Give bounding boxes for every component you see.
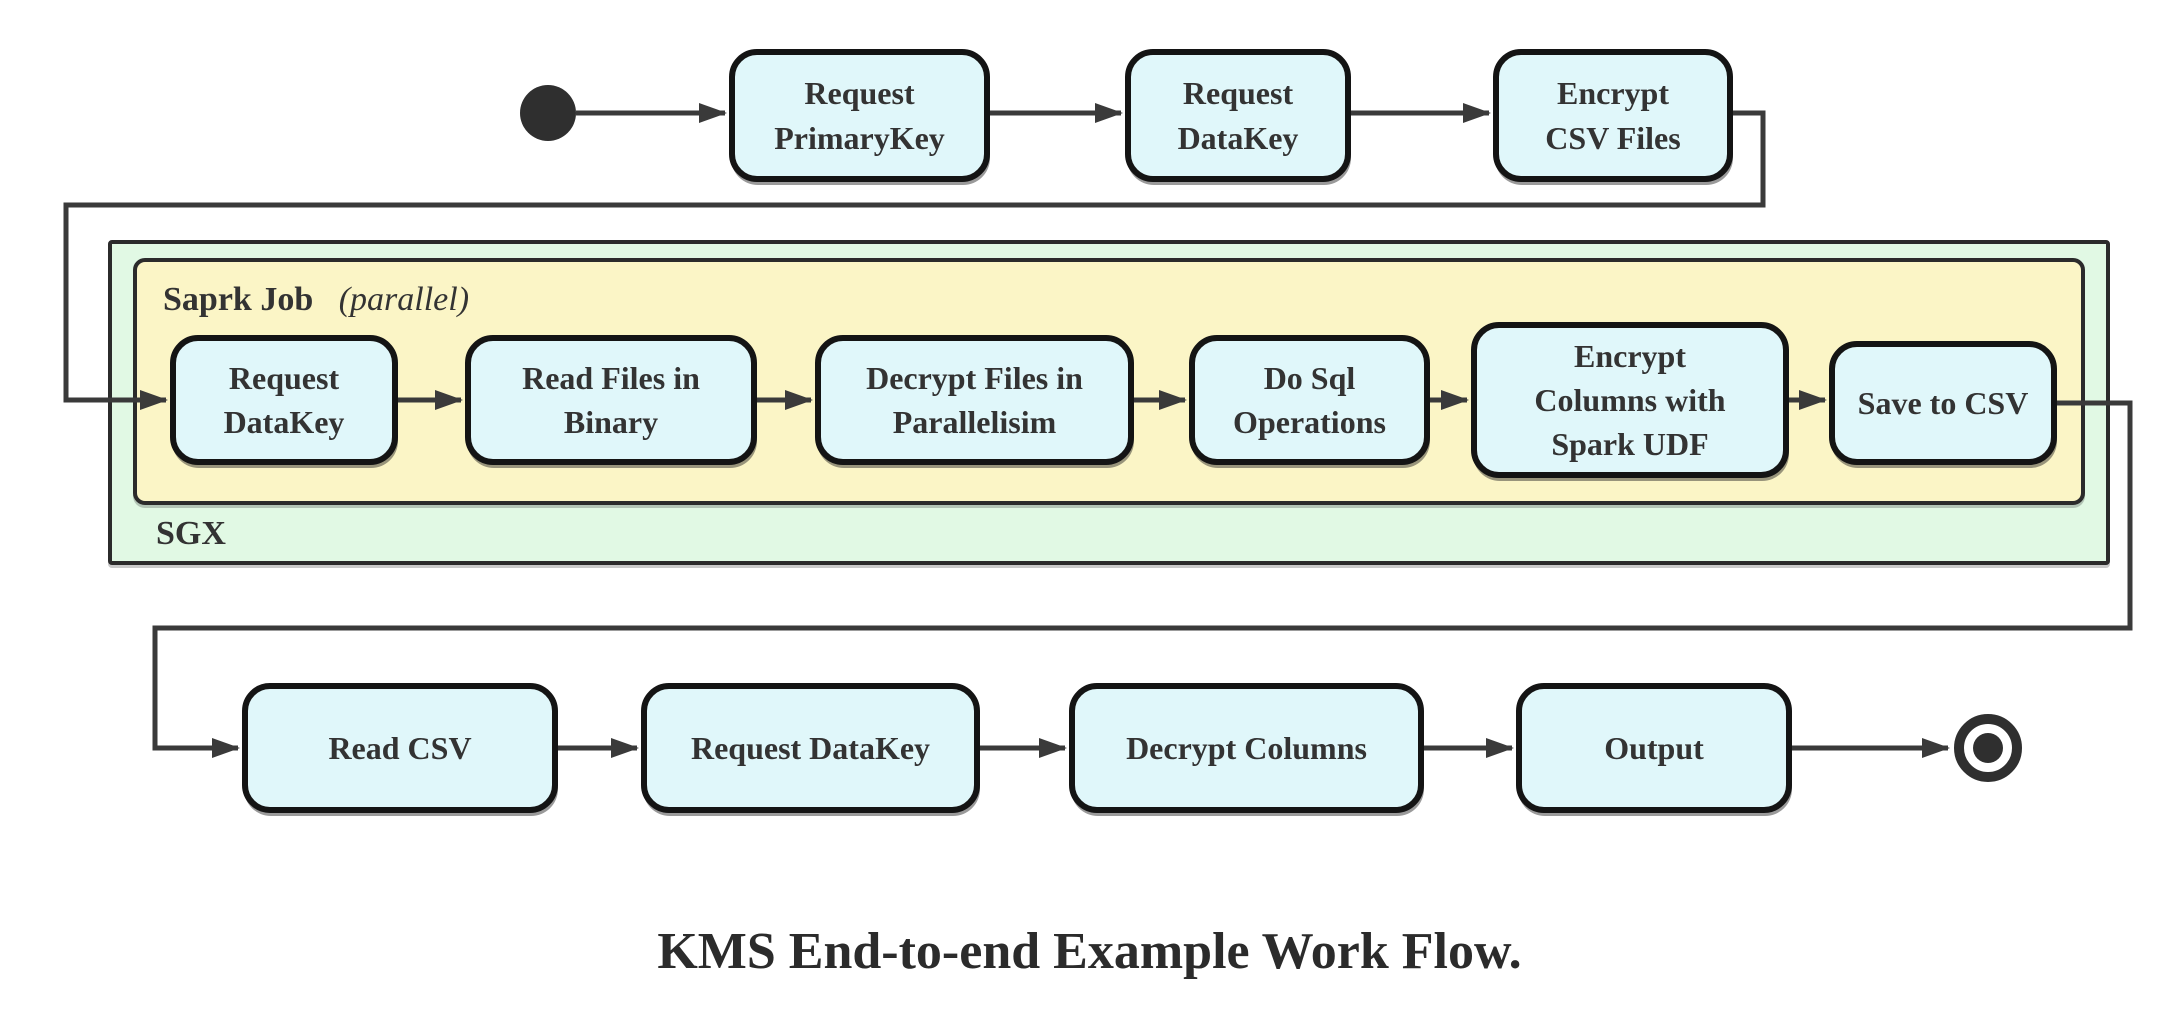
start-state-icon bbox=[520, 85, 576, 141]
node-read-csv-label: Read CSV bbox=[328, 729, 472, 766]
diagram-title: KMS End-to-end Example Work Flow. bbox=[657, 923, 1522, 980]
spark-job-label: Saprk Job (parallel) bbox=[163, 281, 469, 319]
node-spark-request-datakey: Request DataKey bbox=[170, 335, 398, 465]
node-request-datakey-label: Request DataKey bbox=[1177, 75, 1299, 156]
node-request-primarykey-label: Request PrimaryKey bbox=[774, 75, 945, 156]
node-request-datakey: Request DataKey bbox=[1125, 49, 1351, 182]
spark-job-label-bold: Saprk Job bbox=[163, 281, 314, 318]
node-request-datakey-bottom-label: Request DataKey bbox=[690, 729, 931, 766]
node-save-to-csv-label: Save to CSV bbox=[1857, 384, 2029, 421]
node-do-sql-operations-label: Do Sql Operations bbox=[1233, 359, 1386, 440]
sgx-label: SGX bbox=[156, 515, 226, 552]
node-encrypt-columns-with-spark-udf-label: Encrypt Columns with Spark UDF bbox=[1534, 337, 1726, 463]
node-encrypt-columns-with-spark-udf: Encrypt Columns with Spark UDF bbox=[1471, 322, 1789, 478]
node-encrypt-csv-files: Encrypt CSV Files bbox=[1493, 49, 1733, 182]
node-output-label: Output bbox=[1604, 729, 1704, 766]
node-spark-request-datakey-label: Request DataKey bbox=[223, 359, 345, 440]
node-request-primarykey: Request PrimaryKey bbox=[729, 49, 990, 182]
node-output: Output bbox=[1516, 683, 1792, 813]
edge-save-to-csv-to-read-csv bbox=[152, 400, 2133, 758]
node-request-datakey-bottom: Request DataKey bbox=[641, 683, 980, 813]
spark-job-label-italic: (parallel) bbox=[338, 281, 470, 318]
node-decrypt-columns: Decrypt Columns bbox=[1069, 683, 1424, 813]
node-decrypt-files-in-parallelisim-label: Decrypt Files in Parallelisim bbox=[866, 359, 1083, 440]
node-encrypt-csv-files-label: Encrypt CSV Files bbox=[1545, 75, 1681, 156]
node-save-to-csv: Save to CSV bbox=[1829, 341, 2057, 465]
node-read-files-in-binary-label: Read Files in Binary bbox=[522, 359, 700, 440]
node-decrypt-files-in-parallelisim: Decrypt Files in Parallelisim bbox=[815, 335, 1134, 465]
end-state-icon bbox=[1954, 714, 2022, 782]
node-read-files-in-binary: Read Files in Binary bbox=[465, 335, 757, 465]
node-do-sql-operations: Do Sql Operations bbox=[1189, 335, 1430, 465]
node-read-csv: Read CSV bbox=[242, 683, 558, 813]
edge-encrypt-csv-files-to-spark-request-datakey bbox=[63, 110, 1766, 410]
node-decrypt-columns-label: Decrypt Columns bbox=[1126, 729, 1367, 766]
